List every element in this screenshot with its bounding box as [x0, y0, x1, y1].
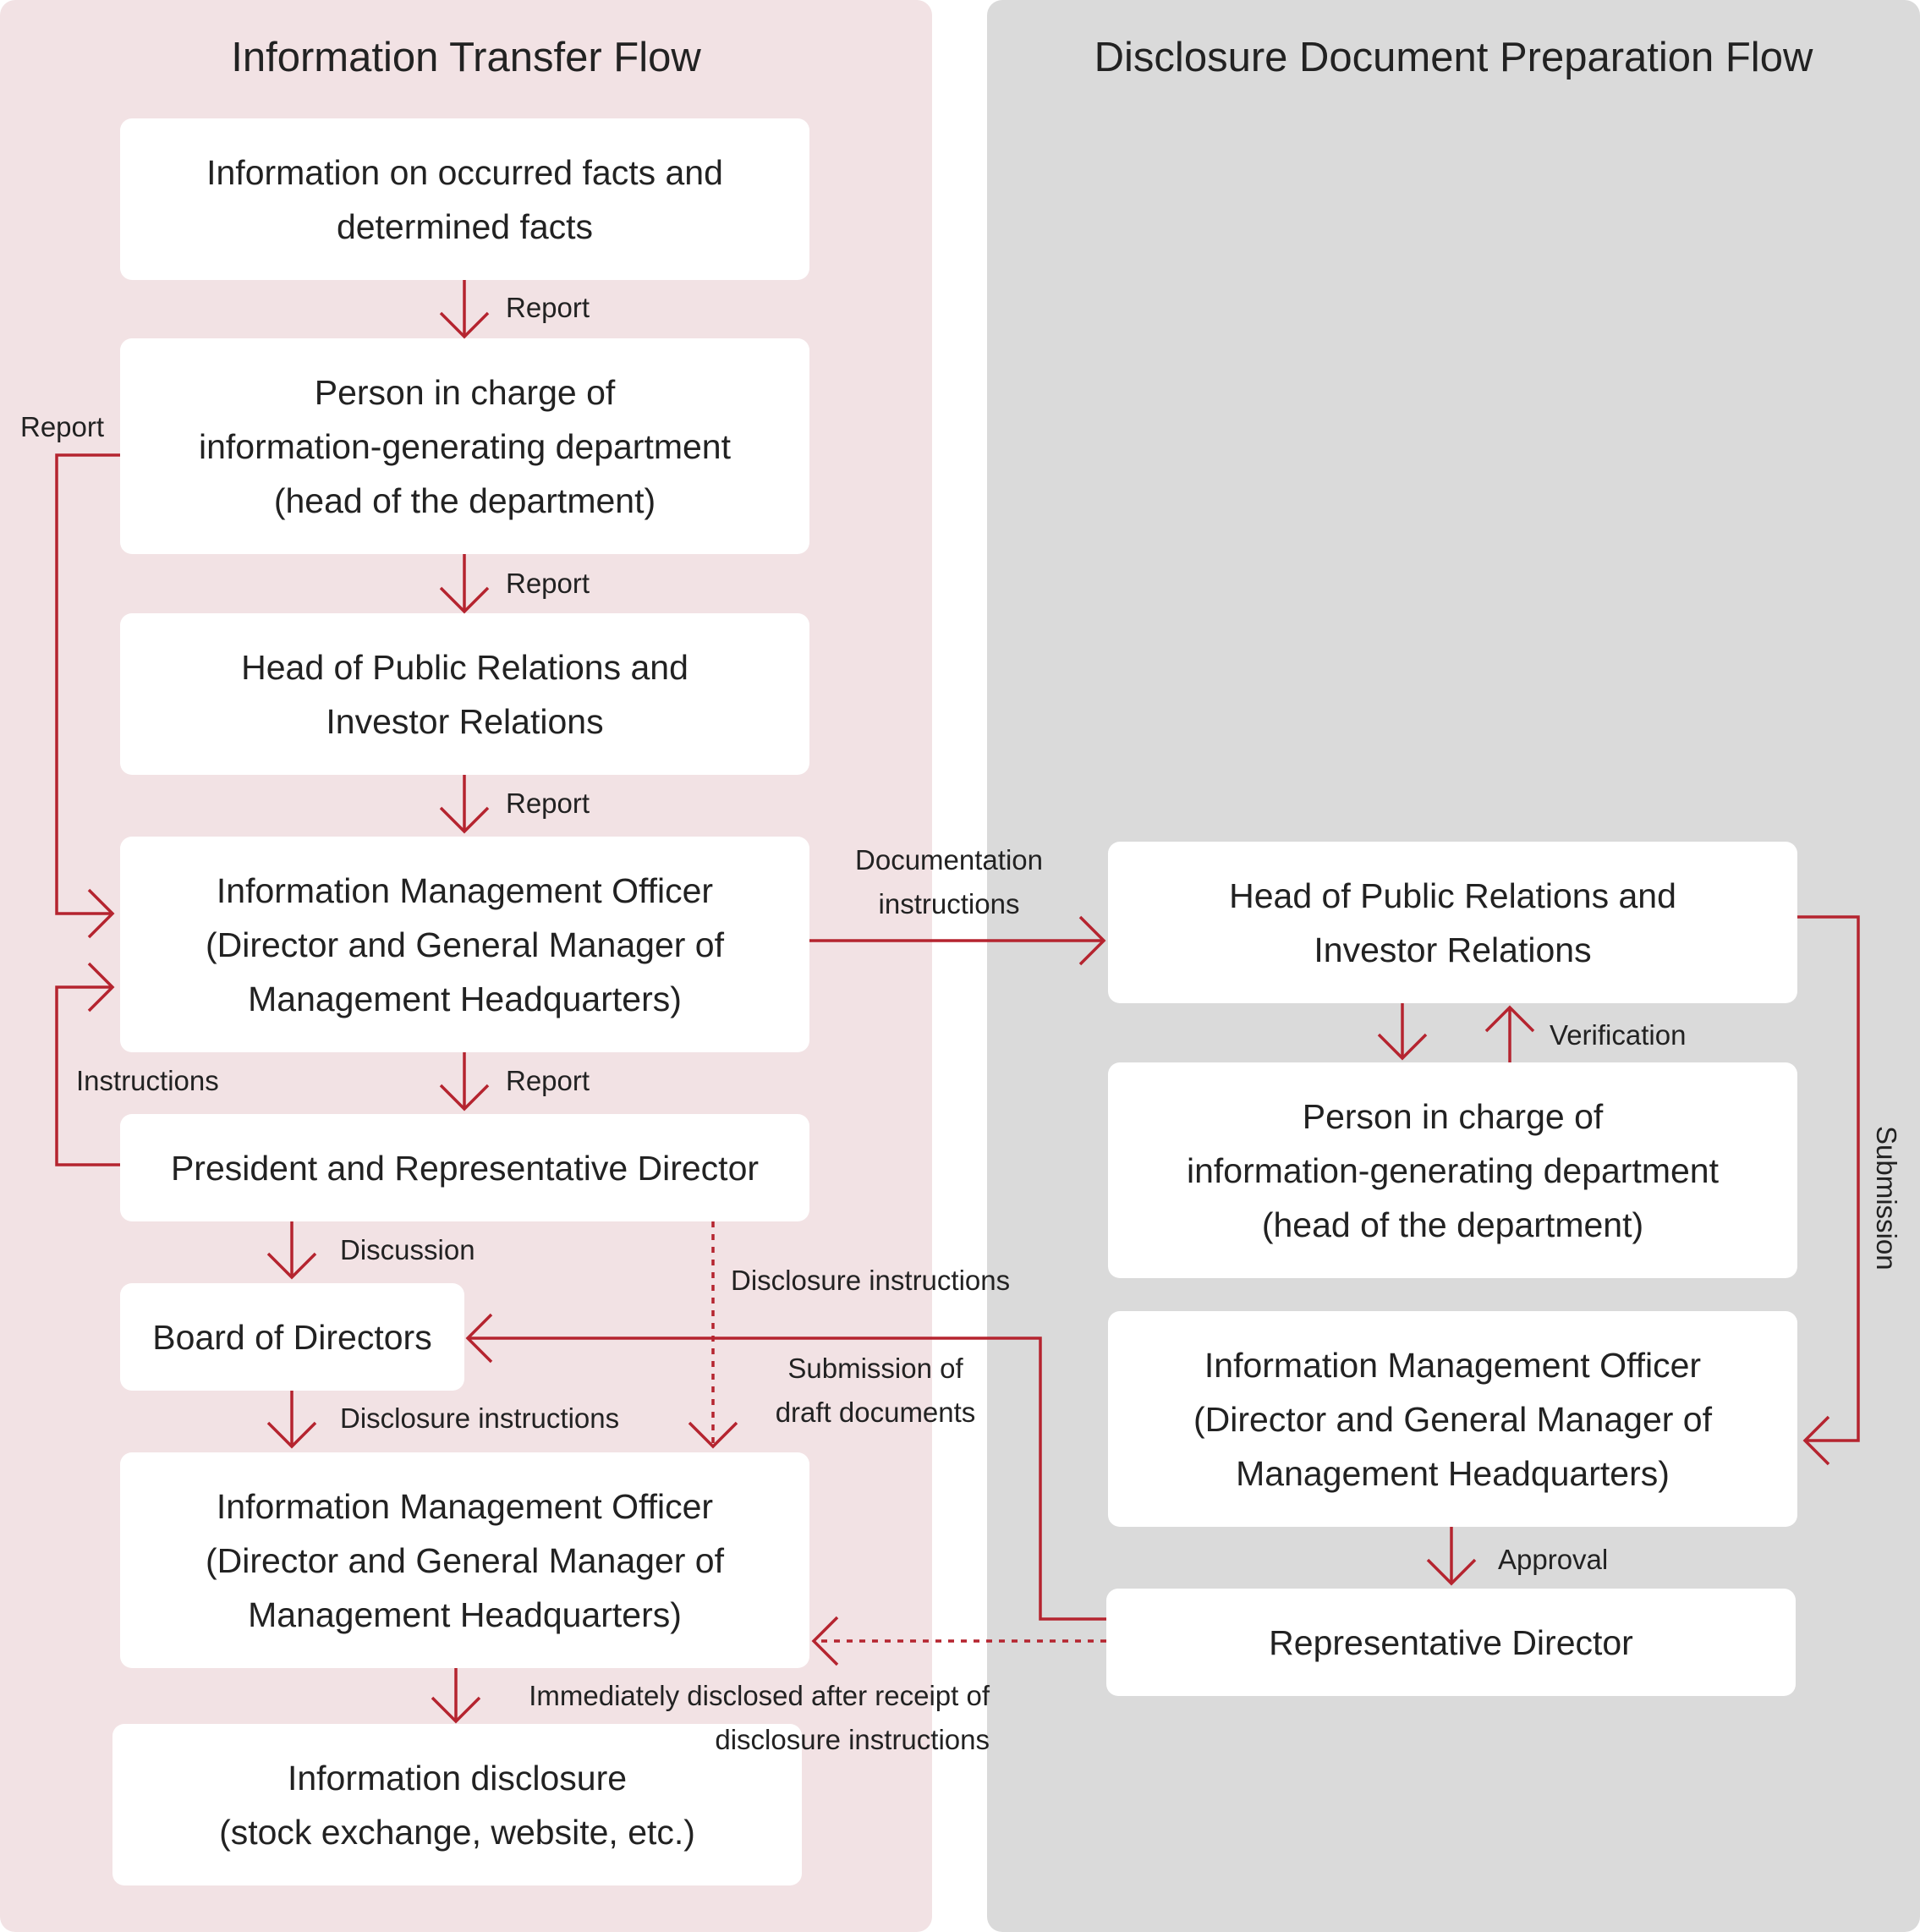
label-instructions: Instructions [76, 1065, 219, 1096]
arrowhead-documentation [1078, 915, 1106, 966]
label-disclosure-instructions-board: Disclosure instructions [340, 1402, 620, 1434]
president-text: President and Representative Director [170, 1148, 760, 1188]
arrowhead-approval [1426, 1558, 1477, 1586]
arrowhead-draft-submission [465, 1313, 493, 1364]
imo-text: Information Management Officer (Director… [205, 870, 725, 1018]
board-text: Board of Directors [152, 1317, 432, 1357]
arrowhead-dept-to-prir [439, 586, 490, 614]
right-pr-ir-box: Head of Public Relations and Investor Re… [1108, 842, 1797, 1003]
president-box: President and Representative Director [120, 1114, 809, 1221]
pr-ir-text: Head of Public Relations and Investor Re… [241, 647, 688, 741]
dept-head-box: Person in charge of information-generati… [120, 338, 809, 554]
arrowhead-submission [1802, 1415, 1830, 1466]
imo2-text: Information Management Officer (Director… [205, 1486, 725, 1634]
label-verification: Verification [1550, 1019, 1687, 1051]
board-box: Board of Directors [120, 1283, 464, 1391]
rep-director-text: Representative Director [1269, 1622, 1633, 1662]
label-approval: Approval [1498, 1544, 1609, 1575]
arrowhead-side-report [87, 888, 115, 939]
disclosure-text: Information disclosure (stock exchange, … [219, 1758, 695, 1852]
imo2-box: Information Management Officer (Director… [120, 1452, 809, 1668]
right-dept-head-box: Person in charge of information-generati… [1108, 1062, 1797, 1278]
right-dept-head-text: Person in charge of information-generati… [1186, 1096, 1720, 1244]
label-immediately-disclosed: Immediately disclosed after receipt of d… [529, 1680, 990, 1755]
arrowhead-instructions [87, 962, 115, 1013]
right-pr-ir-text: Head of Public Relations and Investor Re… [1229, 875, 1676, 969]
right-imo-box: Information Management Officer (Director… [1108, 1311, 1797, 1527]
facts-text: Information on occurred facts and determ… [206, 152, 723, 246]
arrowhead-imo-to-president [439, 1084, 490, 1111]
arrowhead-dotted-disclosure [688, 1421, 738, 1449]
arrowhead-board-disclosure [266, 1421, 317, 1449]
arrow-draft-submission [468, 1336, 1106, 1621]
arrow-side-report [55, 453, 120, 915]
label-report-3: Report [506, 788, 590, 819]
arrowhead-prir-to-right-dept [1377, 1033, 1428, 1061]
arrowhead-dotted-rep-to-imo2 [811, 1616, 839, 1666]
arrow-submission [1797, 915, 1860, 1442]
label-report-2: Report [506, 568, 590, 599]
pr-ir-box: Head of Public Relations and Investor Re… [120, 613, 809, 775]
label-submission: Submission [1871, 1126, 1902, 1271]
disclosure-box: Information disclosure (stock exchange, … [112, 1724, 802, 1885]
arrowhead-facts-to-dept [439, 311, 490, 339]
arrow-instructions [55, 985, 120, 1166]
label-report-side: Report [20, 411, 105, 442]
information-transfer-title: Information Transfer Flow [231, 35, 701, 80]
label-discussion: Discussion [340, 1234, 475, 1265]
label-disclosure-instructions-dotted: Disclosure instructions [731, 1265, 1011, 1296]
label-submission-of-drafts: Submission of draft documents [775, 1353, 976, 1428]
facts-box: Information on occurred facts and determ… [120, 118, 809, 280]
imo-box: Information Management Officer (Director… [120, 837, 809, 1052]
label-report-4: Report [506, 1065, 590, 1096]
arrowhead-discussion [266, 1252, 317, 1280]
label-report-1: Report [506, 292, 590, 323]
arrowhead-prir-to-imo [439, 806, 490, 834]
label-documentation-instructions: Documentation instructions [855, 844, 1043, 919]
arrowhead-verification [1484, 1005, 1535, 1033]
arrowhead-immediate-disclosure [431, 1696, 481, 1724]
dept-head-text: Person in charge of information-generati… [198, 372, 732, 520]
rep-director-box: Representative Director [1106, 1589, 1796, 1696]
right-imo-text: Information Management Officer (Director… [1193, 1345, 1713, 1493]
disclosure-preparation-title: Disclosure Document Preparation Flow [1094, 35, 1813, 80]
